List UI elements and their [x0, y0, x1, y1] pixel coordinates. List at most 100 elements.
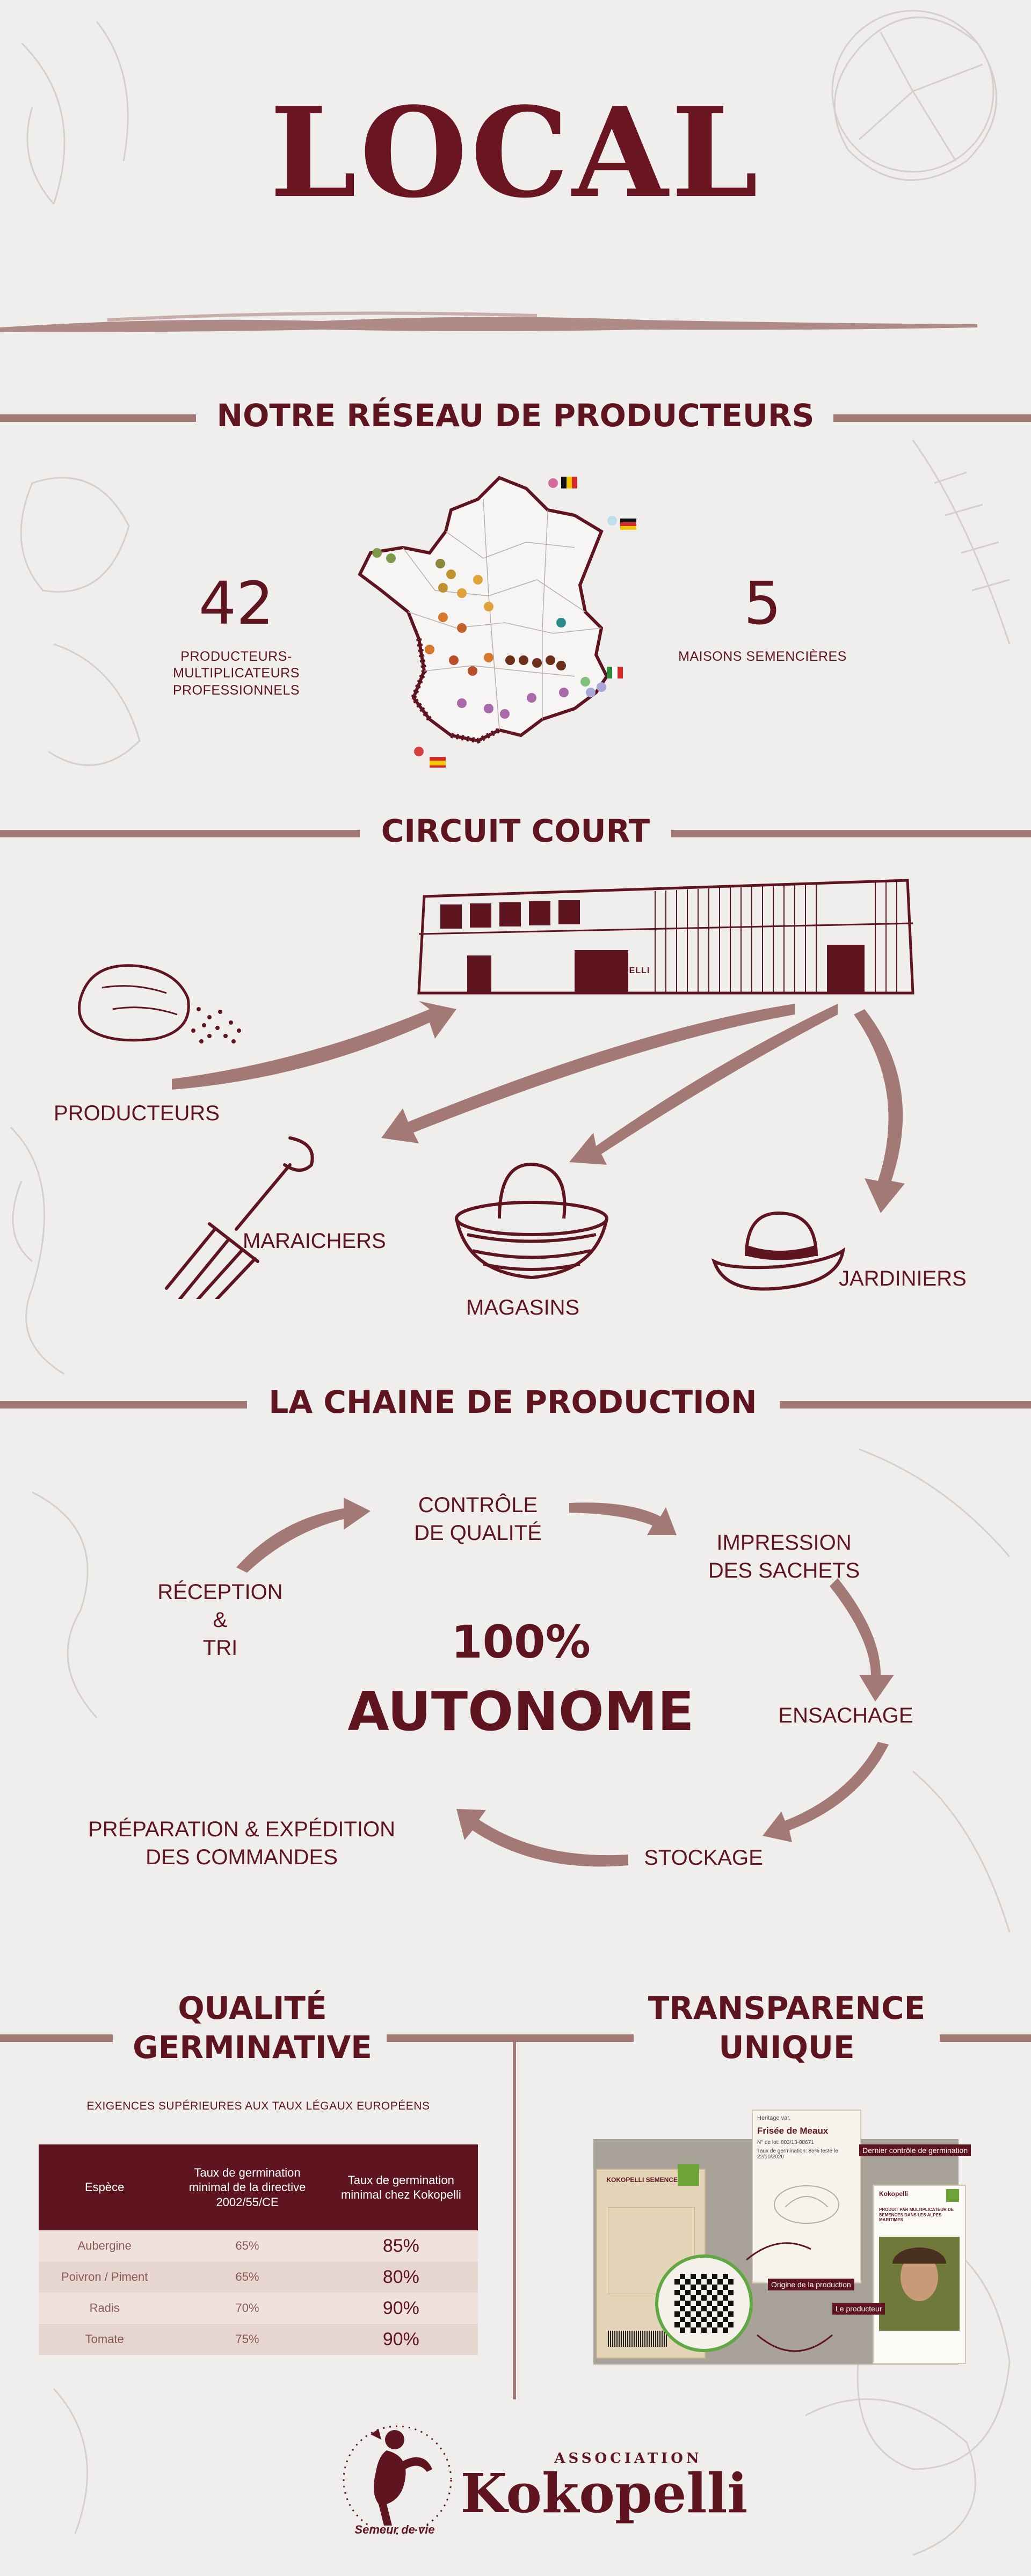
quality-subtitle: EXIGENCES SUPÉRIEURES AUX TAUX LÉGAUX EU… — [86, 2100, 430, 2112]
autonomy-label: AUTONOME — [347, 1680, 694, 1743]
chain-section-title: LA CHAINE DE PRODUCTION — [268, 1384, 757, 1420]
circuit-section-title: CIRCUIT COURT — [381, 813, 650, 849]
qr-magnifier — [655, 2254, 753, 2352]
producers-label: PRODUCTEURS-MULTIPLICATEURS PROFESSIONNE… — [118, 648, 354, 699]
houses-label: MAISONS SEMENCIÈRES — [678, 649, 847, 664]
germany-flag-icon — [620, 519, 636, 530]
table-header-espece: Espèce — [39, 2144, 171, 2230]
section-band-right — [671, 830, 1031, 837]
cell-directive: 65% — [170, 2230, 324, 2261]
step-controle-line1: CONTRÔLE — [418, 1493, 538, 1517]
section-band-right — [833, 414, 1031, 422]
transparence-title-line1: TRANSPARENCE — [648, 1990, 926, 2026]
cell-espece: Aubergine — [39, 2230, 171, 2261]
producer-card-text: PRODUIT PAR MULTIPLICATEUR DE SEMENCES D… — [879, 2207, 954, 2223]
step-controle-line2: DE QUALITÉ — [414, 1521, 542, 1545]
logo-name: Kokopelli — [460, 2462, 748, 2525]
transparence-title-line2: UNIQUE — [718, 2028, 855, 2066]
callout-controle: Dernier contrôle de germination — [859, 2144, 971, 2156]
step-preparation-line2: DES COMMANDES — [146, 1845, 338, 1869]
cell-directive: 70% — [170, 2293, 324, 2324]
step-reception-line3: TRI — [202, 1636, 238, 1660]
cell-kokopelli: 85% — [324, 2230, 478, 2261]
label-producteurs: PRODUCTEURS — [54, 1101, 220, 1125]
spain-flag-icon — [430, 757, 446, 768]
cell-kokopelli: 90% — [324, 2324, 478, 2355]
qr-code-icon — [674, 2274, 734, 2333]
garden-hat-icon — [711, 1211, 846, 1291]
page-title: LOCAL — [270, 81, 761, 225]
circuit-arrows — [172, 1001, 905, 1213]
organic-label-icon — [946, 2189, 959, 2202]
step-reception-line1: RÉCEPTION — [157, 1580, 283, 1604]
logo-tagline: Semeur de vie — [354, 2523, 435, 2536]
info-card-lot: N° de lot: 803/13-08671 — [757, 2140, 814, 2146]
belgium-flag-icon — [561, 477, 577, 488]
table-header-directive: Taux de germination minimal de la direct… — [170, 2144, 324, 2230]
section-band-middle — [387, 2034, 634, 2042]
producers-label-line1: PRODUCTEURS-MULTIPLICATEURS — [173, 649, 300, 681]
producer-card: Kokopelli PRODUIT PAR MULTIPLICATEUR DE … — [873, 2185, 966, 2364]
title-brush-stroke — [0, 311, 977, 332]
kokopelli-logo-icon — [343, 2425, 452, 2535]
houses-count: 5 — [744, 569, 781, 638]
seed-packet-brand: KOKOPELLI SEMENCES BIO — [606, 2176, 695, 2184]
france-map — [358, 476, 636, 768]
step-impression-sachets: IMPRESSION DES SACHETS — [677, 1529, 891, 1585]
step-impression-line2: DES SACHETS — [708, 1559, 860, 1582]
section-vertical-divider — [513, 2040, 516, 2399]
producers-label-line2: PROFESSIONNELS — [172, 682, 300, 698]
warehouse-sign: KOKOPELLI — [595, 966, 650, 975]
logo-association: ASSOCIATION — [554, 2450, 702, 2466]
producer-photo — [879, 2237, 960, 2331]
cell-espece: Poivron / Piment — [39, 2261, 171, 2293]
section-band-right — [940, 2034, 1031, 2042]
autonomy-percent: 100% — [451, 1616, 591, 1668]
germination-table: Espèce Taux de germination minimal de la… — [39, 2144, 478, 2355]
quality-title-line1: QUALITÉ — [178, 1990, 327, 2026]
step-stockage: STOCKAGE — [644, 1846, 763, 1870]
step-impression-line1: IMPRESSION — [716, 1531, 852, 1555]
callout-producteur: Le producteur — [832, 2303, 885, 2315]
info-card-germination: Taux de germination: 85% testé le 22/10/… — [757, 2148, 838, 2160]
section-band-left — [0, 2034, 113, 2042]
seed-packet: KOKOPELLI SEMENCES BIO — [596, 2164, 706, 2359]
garden-fork-icon — [165, 1136, 314, 1299]
barcode-icon — [608, 2331, 667, 2347]
warehouse-illustration — [417, 879, 914, 995]
seed-packet-info-area — [608, 2207, 695, 2294]
callout-arrows — [746, 2242, 833, 2352]
step-ensachage: ENSACHAGE — [778, 1704, 913, 1727]
cell-kokopelli: 90% — [324, 2293, 478, 2324]
info-card-title: Frisée de Meaux — [757, 2126, 829, 2136]
transparence-section-title: TRANSPARENCE UNIQUE — [626, 1989, 948, 2067]
cell-directive: 65% — [170, 2261, 324, 2293]
table-row: Poivron / Piment 65% 80% — [39, 2261, 478, 2293]
step-reception-tri: RÉCEPTION & TRI — [140, 1578, 301, 1662]
section-band-left — [0, 414, 196, 422]
callout-origine: Origine de la production — [768, 2279, 854, 2290]
step-reception-line2: & — [213, 1608, 228, 1632]
table-row: Radis 70% 90% — [39, 2293, 478, 2324]
label-maraichers: MARAICHERS — [243, 1229, 386, 1253]
plant-sketch-icon — [774, 2185, 839, 2224]
cell-kokopelli: 80% — [324, 2261, 478, 2293]
info-card-header: Heritage var. — [757, 2115, 791, 2121]
network-section-title: NOTRE RÉSEAU DE PRODUCTEURS — [216, 397, 815, 434]
label-magasins: MAGASINS — [466, 1296, 580, 1319]
step-controle-qualite: CONTRÔLE DE QUALITÉ — [376, 1491, 580, 1547]
cell-espece: Tomate — [39, 2324, 171, 2355]
step-preparation-expedition: PRÉPARATION & EXPÉDITION DES COMMANDES — [70, 1815, 413, 1871]
cell-espece: Radis — [39, 2293, 171, 2324]
producers-count: 42 — [199, 569, 274, 638]
table-row: Tomate 75% 90% — [39, 2324, 478, 2355]
italy-flag-icon — [607, 667, 623, 678]
table-header-kokopelli: Taux de germination minimal chez Kokopel… — [324, 2144, 478, 2230]
quality-title-line2: GERMINATIVE — [133, 2028, 372, 2066]
label-jardiniers: JARDINIERS — [839, 1267, 967, 1290]
chain-arrows — [236, 1498, 894, 1867]
quality-section-title: QUALITÉ GERMINATIVE — [107, 1989, 397, 2067]
basket-icon — [455, 1163, 608, 1280]
cell-directive: 75% — [170, 2324, 324, 2355]
